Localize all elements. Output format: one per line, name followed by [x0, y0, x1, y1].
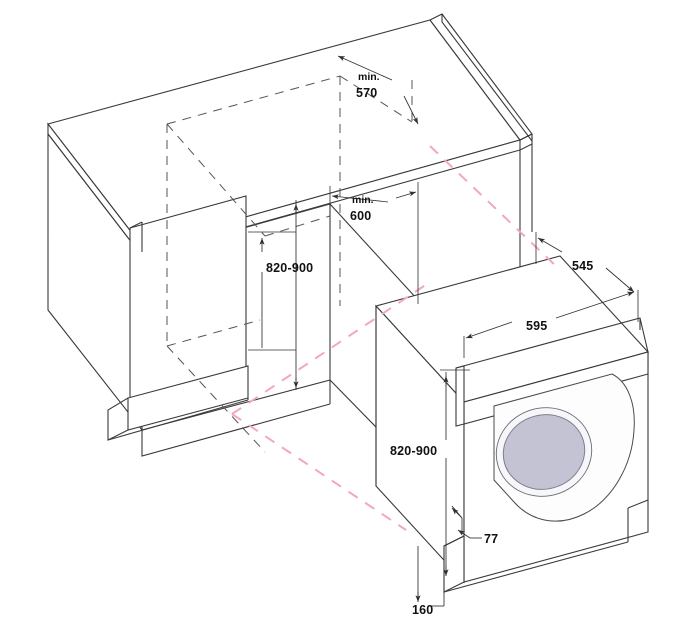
washing-machine-porthole-door	[493, 373, 635, 522]
washing-machine-fascia-lip	[455, 365, 465, 427]
dim-600-leader-right	[395, 191, 417, 199]
dimension-min-570: min. 570	[337, 55, 419, 125]
cabinet-plinth-bottom-edge	[107, 399, 249, 441]
dim-570-leader-right	[403, 95, 419, 125]
dim-160-value: 160	[412, 603, 433, 617]
cabinet-door-top-return	[129, 221, 143, 229]
washing-machine	[374, 255, 650, 593]
dim-600-value: 600	[350, 209, 371, 223]
dim-595-leader-left	[465, 321, 513, 339]
machine-plinth-bottom-edge	[443, 541, 629, 593]
cabinet-plinth	[107, 365, 331, 457]
dim-niche-value: 820-900	[266, 261, 313, 275]
dimension-width-595: 595	[463, 291, 635, 358]
dim-machine-h-value: 820-900	[390, 444, 437, 458]
guide-line-lower	[231, 413, 407, 531]
dimension-min-600: min. 600	[329, 182, 419, 304]
dimension-depth-545: 545	[535, 232, 639, 322]
dimension-machine-height-820-900: 820-900	[390, 369, 470, 576]
dim-595-value: 595	[526, 319, 547, 333]
cabinet-base-bottom-line	[141, 403, 331, 457]
guide-line-upper	[429, 145, 559, 269]
dim-570-prefix: min.	[358, 71, 380, 83]
worktop	[47, 13, 533, 258]
cabinet-hidden-construction-lines	[166, 75, 413, 453]
dimension-160: 160	[412, 546, 445, 617]
niche-top-right-edge	[329, 203, 419, 301]
hidden-line-diagonal-lower	[166, 345, 266, 453]
dim-545-value: 545	[572, 259, 593, 273]
dim-595-leader-right	[555, 291, 635, 319]
dim-570-leader-left	[337, 55, 393, 81]
dim-600-leader-left	[331, 194, 389, 203]
dimension-77: 77	[451, 505, 498, 546]
dim-77-arrow-down	[457, 529, 471, 539]
washing-machine-plinth-recess	[443, 499, 649, 593]
hidden-line-top-right-diagonal	[339, 75, 413, 123]
machine-plinth-top-left	[443, 535, 465, 547]
hidden-line-diagonal-upper	[166, 123, 266, 237]
dimension-niche-height-820-900: 820-900	[248, 200, 313, 390]
dim-77-arrow-up	[451, 507, 463, 519]
hidden-line-top-back	[166, 75, 341, 125]
dim-570-value: 570	[356, 86, 377, 100]
dim-600-prefix: min.	[352, 194, 374, 206]
machine-plinth-right-return	[627, 499, 649, 509]
cabinet-plinth-left-return	[107, 397, 129, 441]
porthole-glass	[502, 414, 586, 490]
hidden-line-bottom-back	[166, 319, 261, 347]
worktop-right-joint	[519, 133, 533, 141]
dim-545-leader-right	[605, 267, 635, 293]
worktop-right-joint-lower	[519, 143, 533, 151]
dim-77-value: 77	[484, 532, 498, 546]
hidden-line-mid-horizontal	[264, 215, 331, 237]
installation-alignment-guides	[231, 145, 559, 531]
dim-545-leader-left	[537, 237, 563, 253]
